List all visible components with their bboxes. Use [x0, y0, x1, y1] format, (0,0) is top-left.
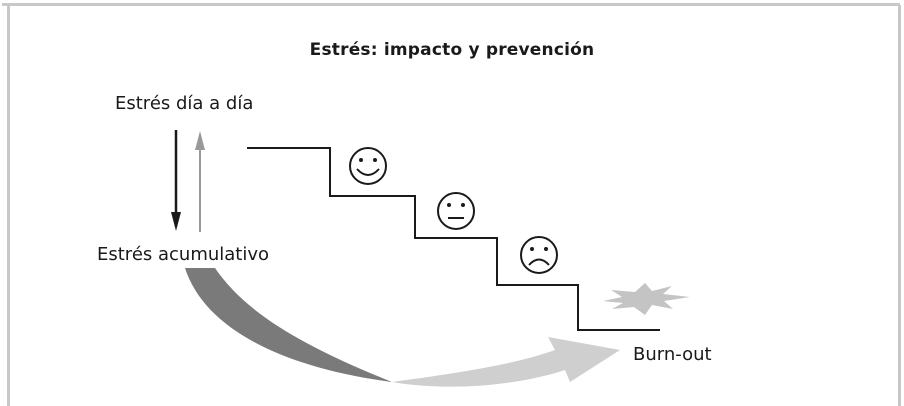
- burnout-label: Burn-out: [633, 344, 712, 365]
- arrow-down-icon: [171, 130, 181, 231]
- explosion-burst-icon: [603, 283, 690, 315]
- light-swoosh-arrow-icon: [392, 337, 620, 387]
- diagram-title: Estrés: impacto y prevención: [309, 40, 595, 60]
- stress-staircase: [247, 147, 660, 331]
- neutral-face-icon: [437, 192, 475, 230]
- smiling-face-icon: [349, 147, 387, 185]
- dark-swoosh: [185, 268, 392, 382]
- frame-right-border: [898, 5, 901, 406]
- frame-left-border: [7, 5, 10, 406]
- sad-face-icon: [520, 236, 558, 274]
- cumulative-stress-label: Estrés acumulativo: [97, 244, 270, 265]
- daily-stress-label: Estrés día a día: [115, 93, 254, 114]
- arrow-up-icon: [195, 131, 205, 232]
- frame-top-border: [2, 3, 900, 6]
